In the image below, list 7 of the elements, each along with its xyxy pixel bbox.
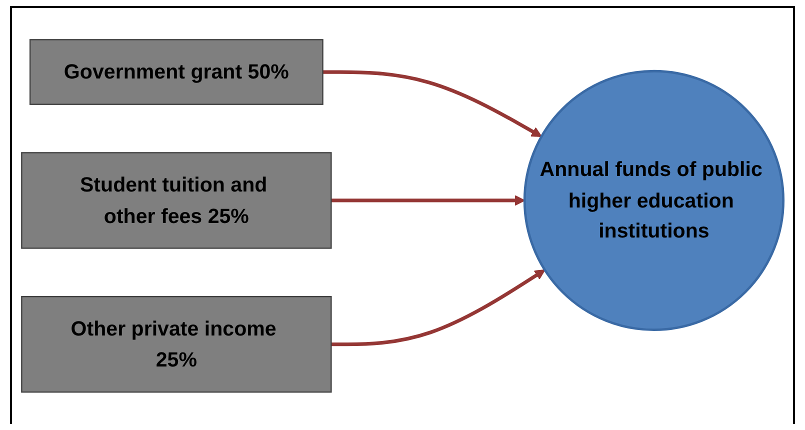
node-box: Other private income 25%: [21, 296, 332, 393]
arrow: [331, 270, 546, 346]
node-circle: Annual funds of public higher education institutions: [523, 70, 785, 332]
arrow: [322, 70, 542, 138]
arrow: [331, 195, 526, 206]
node-box: Government grant 50%: [29, 39, 324, 106]
node-box: Student tuition and other fees 25%: [21, 152, 332, 249]
